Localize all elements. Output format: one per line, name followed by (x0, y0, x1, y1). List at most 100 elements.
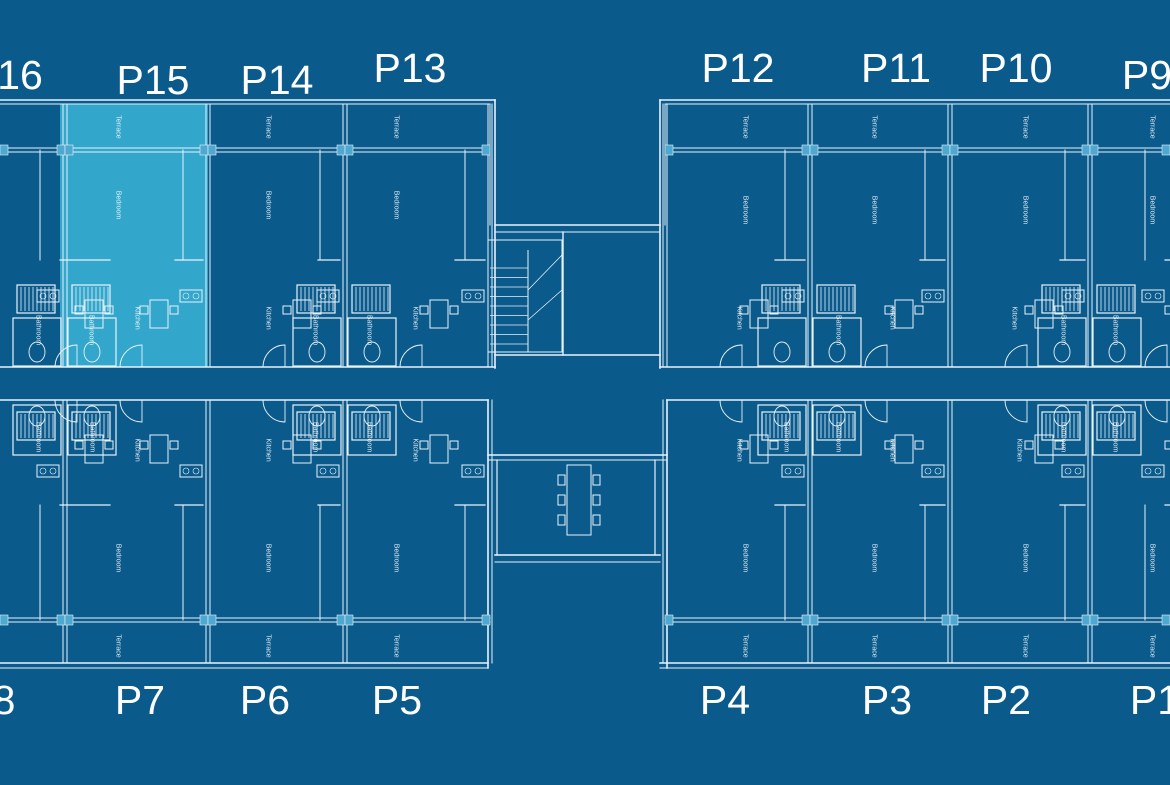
door-swing (399, 399, 423, 423)
burner (1064, 467, 1072, 475)
room-label-terrace: Terrace (392, 115, 400, 139)
unit-label-top[interactable]: 16 (0, 52, 43, 98)
unit-label-p12[interactable]: P12 (701, 45, 775, 91)
room-label-bedroom: Bedroom (870, 195, 878, 225)
burner (474, 292, 482, 300)
chair (419, 440, 429, 450)
room-label-bedroom: Bedroom (1148, 543, 1156, 573)
column (481, 144, 491, 156)
room-label-bedroom: Bedroom (264, 543, 272, 573)
shower-tray (71, 284, 111, 314)
door-swing (54, 399, 78, 423)
stove (781, 464, 805, 478)
chair (139, 440, 149, 450)
unit-label-p3[interactable]: P3 (861, 677, 913, 723)
chair (104, 305, 114, 315)
room-label-kitchen: Kitchen (133, 306, 141, 330)
chair (449, 440, 459, 450)
unit-label-bottom[interactable]: 8 (0, 677, 16, 723)
room-label-bedroom: Bedroom (392, 190, 400, 220)
room-label-bathroom: Bathroom (834, 314, 842, 346)
unit-label-p10[interactable]: P10 (979, 45, 1053, 91)
room-label-terrace: Terrace (114, 115, 122, 139)
toilet (828, 341, 846, 363)
room-label-kitchen: Kitchen (411, 306, 419, 330)
chair (139, 305, 149, 315)
bathroom-pod (292, 317, 342, 367)
unit-label-p6[interactable]: P6 (239, 677, 291, 723)
shower-tray (16, 411, 56, 441)
unit-label-p14[interactable]: P14 (240, 57, 314, 103)
burner (49, 467, 57, 475)
meeting-table (566, 464, 592, 536)
burner (784, 292, 792, 300)
bathroom-pod (757, 404, 807, 456)
burner (319, 467, 327, 475)
room-label-terrace: Terrace (1021, 115, 1029, 139)
unit-label-p7[interactable]: P7 (114, 677, 166, 723)
unit-label-p5[interactable]: P5 (371, 677, 423, 723)
burner (1144, 467, 1152, 475)
unit-label-p4[interactable]: P4 (699, 677, 751, 723)
chair (74, 440, 84, 450)
chair (914, 440, 924, 450)
toilet (83, 405, 101, 427)
room-label-bedroom: Bedroom (114, 190, 122, 220)
door-swing (1004, 399, 1028, 423)
desk (429, 299, 449, 329)
chair (739, 440, 749, 450)
unit-label-p1[interactable]: P1 (1129, 677, 1170, 723)
room-label-bathroom: Bathroom (834, 421, 842, 453)
column (207, 144, 217, 156)
unit-label-p9[interactable]: P9 (1121, 52, 1170, 98)
bathroom-pod (67, 317, 117, 367)
desk (1034, 434, 1054, 464)
room-label-bathroom: Bathroom (1111, 421, 1119, 453)
staircase (487, 239, 563, 353)
door-swing (1144, 344, 1168, 368)
room-label-bathroom: Bathroom (311, 314, 319, 346)
burner (1074, 467, 1082, 475)
column (1081, 144, 1091, 156)
unit-label-p13[interactable]: P13 (373, 45, 447, 91)
toilet (83, 341, 101, 363)
unit-label-p11[interactable]: P11 (861, 45, 931, 91)
door-swing (399, 344, 423, 368)
toilet (1053, 405, 1071, 427)
room-label-kitchen: Kitchen (1015, 438, 1023, 462)
toilet (308, 405, 326, 427)
unit-label-p2[interactable]: P2 (980, 677, 1032, 723)
toilet (308, 341, 326, 363)
burner (794, 467, 802, 475)
door-swing (119, 399, 143, 423)
chair (312, 440, 322, 450)
door-swing (719, 344, 743, 368)
door-swing (119, 344, 143, 368)
room-label-kitchen: Kitchen (888, 306, 896, 330)
room-label-kitchen: Kitchen (133, 438, 141, 462)
room-label-bathroom: Bathroom (311, 421, 319, 453)
column (0, 144, 9, 156)
door-swing (1144, 399, 1168, 423)
desk (84, 434, 104, 464)
stove (1141, 289, 1165, 303)
burner (934, 467, 942, 475)
chair (449, 305, 459, 315)
stove (179, 464, 203, 478)
chair (592, 474, 601, 486)
chair (557, 494, 566, 506)
shower-tray (1096, 284, 1136, 314)
column (56, 144, 66, 156)
unit-label-p15[interactable]: P15 (116, 57, 190, 103)
chair (1054, 440, 1064, 450)
room-label-kitchen: Kitchen (1010, 306, 1018, 330)
chair (884, 440, 894, 450)
room-label-kitchen: Kitchen (735, 438, 743, 462)
room-label-bedroom: Bedroom (741, 195, 749, 225)
chair (1024, 305, 1034, 315)
room-label-bedroom: Bedroom (1021, 543, 1029, 573)
column (56, 614, 66, 626)
room-label-bedroom: Bedroom (1021, 195, 1029, 225)
door-swing (1004, 344, 1028, 368)
